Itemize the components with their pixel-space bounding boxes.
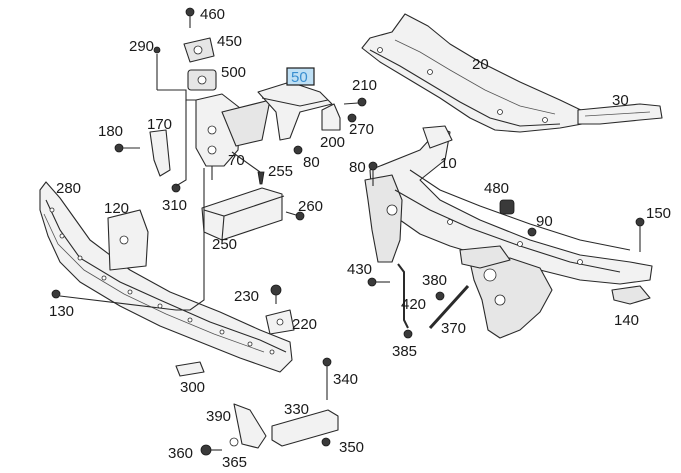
callout-420: 420 bbox=[401, 296, 426, 313]
fastener-310 bbox=[171, 183, 181, 193]
part-420-rod bbox=[397, 263, 409, 329]
fastener-480 bbox=[499, 199, 515, 215]
callout-70: 70 bbox=[228, 152, 245, 169]
fastener-260 bbox=[285, 211, 305, 221]
callout-10: 10 bbox=[440, 155, 457, 172]
part-70-vertical-support bbox=[195, 93, 271, 167]
callout-250: 250 bbox=[212, 236, 237, 253]
fastener-230 bbox=[270, 284, 282, 304]
leader-lines bbox=[59, 89, 261, 311]
part-170-bracket bbox=[149, 129, 171, 177]
callout-390: 390 bbox=[206, 408, 231, 425]
callout-270: 270 bbox=[349, 121, 374, 138]
callout-290: 290 bbox=[129, 38, 154, 55]
callout-310: 310 bbox=[162, 197, 187, 214]
callout-340: 340 bbox=[333, 371, 358, 388]
callout-370: 370 bbox=[441, 320, 466, 337]
fastener-430 bbox=[367, 277, 390, 287]
callout-350: 350 bbox=[339, 439, 364, 456]
callout-480: 480 bbox=[484, 180, 509, 197]
callout-20: 20 bbox=[472, 56, 489, 73]
callout-280: 280 bbox=[56, 180, 81, 197]
callout-450: 450 bbox=[217, 33, 242, 50]
callout-150: 150 bbox=[646, 205, 671, 222]
callout-300: 300 bbox=[180, 379, 205, 396]
fastener-365 bbox=[229, 437, 239, 447]
fastener-80-right bbox=[368, 161, 378, 186]
part-450-mount bbox=[183, 37, 215, 63]
callout-80-upper: 80 bbox=[303, 154, 320, 171]
callout-210: 210 bbox=[352, 77, 377, 94]
callout-80-right: 80 bbox=[349, 159, 366, 176]
callout-380: 380 bbox=[422, 272, 447, 289]
fastener-140 bbox=[611, 285, 651, 305]
part-370-rod bbox=[428, 284, 470, 330]
callout-230: 230 bbox=[234, 288, 259, 305]
fastener-340 bbox=[322, 357, 332, 400]
fastener-460 bbox=[185, 7, 195, 28]
fastener-150 bbox=[635, 217, 645, 252]
part-330-beam bbox=[271, 409, 339, 447]
part-300-plate bbox=[175, 361, 205, 377]
fastener-130 bbox=[51, 289, 61, 299]
fastener-360 bbox=[200, 444, 222, 456]
fastener-80-upper bbox=[293, 145, 303, 155]
fastener-90 bbox=[527, 227, 537, 237]
callout-30: 30 bbox=[612, 92, 629, 109]
part-30-bracket bbox=[577, 103, 663, 125]
fastener-380 bbox=[435, 291, 445, 301]
callout-140: 140 bbox=[614, 312, 639, 329]
callout-500: 500 bbox=[221, 64, 246, 81]
part-200-small-bracket bbox=[321, 103, 341, 131]
callout-430: 430 bbox=[347, 261, 372, 278]
fastener-180 bbox=[114, 143, 140, 153]
part-390-bracket bbox=[233, 403, 267, 449]
callout-365: 365 bbox=[222, 454, 247, 471]
part-500-mount bbox=[187, 69, 217, 91]
callout-255: 255 bbox=[268, 163, 293, 180]
callout-360: 360 bbox=[168, 445, 193, 462]
callout-50: 50 bbox=[291, 69, 308, 86]
callout-90: 90 bbox=[536, 213, 553, 230]
fastener-255 bbox=[257, 171, 265, 185]
callout-120: 120 bbox=[104, 200, 129, 217]
fastener-385 bbox=[403, 329, 413, 339]
callout-170: 170 bbox=[147, 116, 172, 133]
part-20-upper-cross-member bbox=[361, 13, 586, 133]
part-250-bracket bbox=[201, 187, 285, 241]
callout-130: 130 bbox=[49, 303, 74, 320]
callout-50-highlight bbox=[286, 67, 315, 86]
fastener-270 bbox=[347, 113, 357, 123]
callout-180: 180 bbox=[98, 123, 123, 140]
part-280-bumper-beam bbox=[39, 181, 293, 373]
callout-260: 260 bbox=[298, 198, 323, 215]
fastener-290 bbox=[153, 46, 161, 90]
callout-460: 460 bbox=[200, 6, 225, 23]
callout-385: 385 bbox=[392, 343, 417, 360]
fastener-350 bbox=[321, 437, 331, 447]
callout-labels: 460 450 290 500 50 210 20 30 180 170 70 … bbox=[49, 6, 671, 471]
part-50-bracket bbox=[257, 81, 333, 141]
part-10-front-frame bbox=[364, 125, 653, 339]
callout-330: 330 bbox=[284, 401, 309, 418]
part-220-mount bbox=[265, 309, 295, 335]
part-120-bracket bbox=[107, 209, 149, 271]
fastener-210 bbox=[343, 97, 367, 107]
callout-220: 220 bbox=[292, 316, 317, 333]
callout-200: 200 bbox=[320, 134, 345, 151]
